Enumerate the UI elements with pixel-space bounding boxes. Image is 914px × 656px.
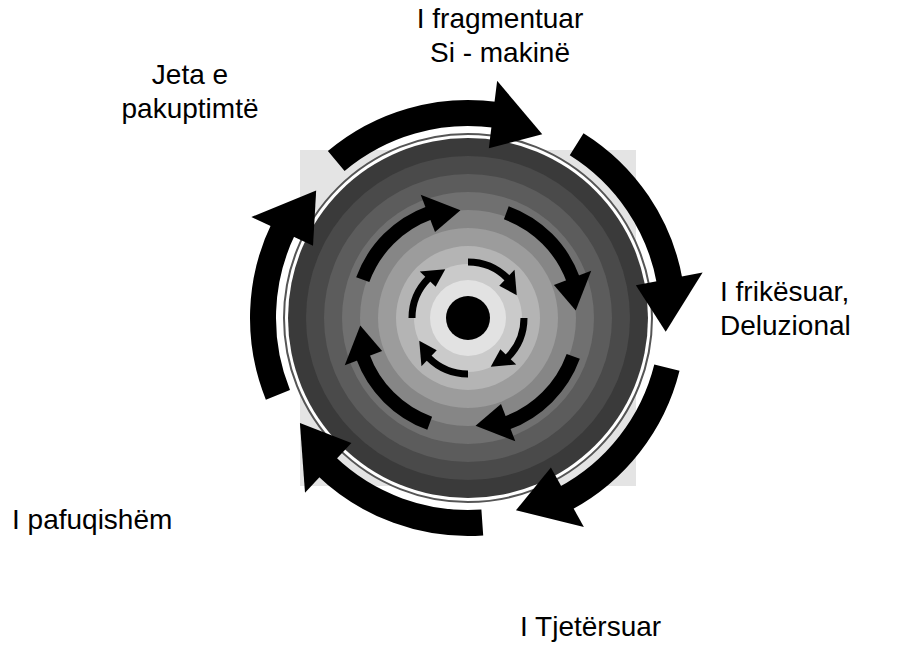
stage-label: I frikësuar, Deluzional bbox=[720, 275, 910, 343]
ring bbox=[396, 246, 540, 390]
stage-label: I pafuqishëm bbox=[12, 503, 242, 537]
concentric-rings bbox=[284, 134, 652, 502]
swirl-arrows bbox=[251, 81, 702, 527]
arrow-head bbox=[636, 272, 703, 331]
ring bbox=[378, 228, 558, 408]
arrow-head bbox=[499, 270, 516, 295]
ring bbox=[288, 138, 648, 498]
arrow-head bbox=[554, 271, 591, 311]
swirl-arrow bbox=[506, 356, 573, 423]
arrow-head bbox=[419, 341, 436, 366]
ring bbox=[342, 192, 594, 444]
swirl-arrow bbox=[508, 318, 524, 358]
arrow-head bbox=[421, 195, 461, 232]
ring bbox=[414, 264, 522, 372]
arrow-head bbox=[345, 326, 382, 366]
swirl-arrow bbox=[363, 213, 430, 280]
stage-label: I fragmentuar Si - makinë bbox=[405, 2, 595, 70]
swirl-arrow bbox=[326, 465, 483, 523]
ring bbox=[324, 174, 612, 462]
swirl-arrow bbox=[412, 278, 428, 318]
ring bbox=[430, 280, 506, 356]
swirl-arrow bbox=[263, 228, 284, 395]
arrow-head bbox=[300, 423, 351, 493]
arrow-head bbox=[251, 191, 316, 246]
swirl-arrow bbox=[564, 368, 667, 499]
arrow-head bbox=[420, 269, 445, 286]
swirl-arrow bbox=[468, 262, 508, 278]
swirl-arrow bbox=[363, 356, 430, 423]
arrow-head bbox=[476, 404, 516, 441]
ring bbox=[306, 156, 630, 480]
arrow-head bbox=[491, 349, 516, 366]
arrow-head bbox=[516, 468, 584, 527]
swirl-arrow bbox=[336, 113, 496, 161]
ring bbox=[360, 210, 576, 426]
outer-rim bbox=[284, 134, 652, 502]
stage-label: Jeta e pakuptimtë bbox=[95, 58, 285, 126]
center-dot bbox=[446, 296, 490, 340]
swirl-arrow bbox=[428, 358, 468, 374]
swirl-arrow bbox=[577, 144, 670, 282]
swirl-arrow bbox=[506, 213, 573, 280]
arrow-head bbox=[489, 81, 542, 148]
stage-label: I Tjetërsuar bbox=[520, 610, 740, 644]
